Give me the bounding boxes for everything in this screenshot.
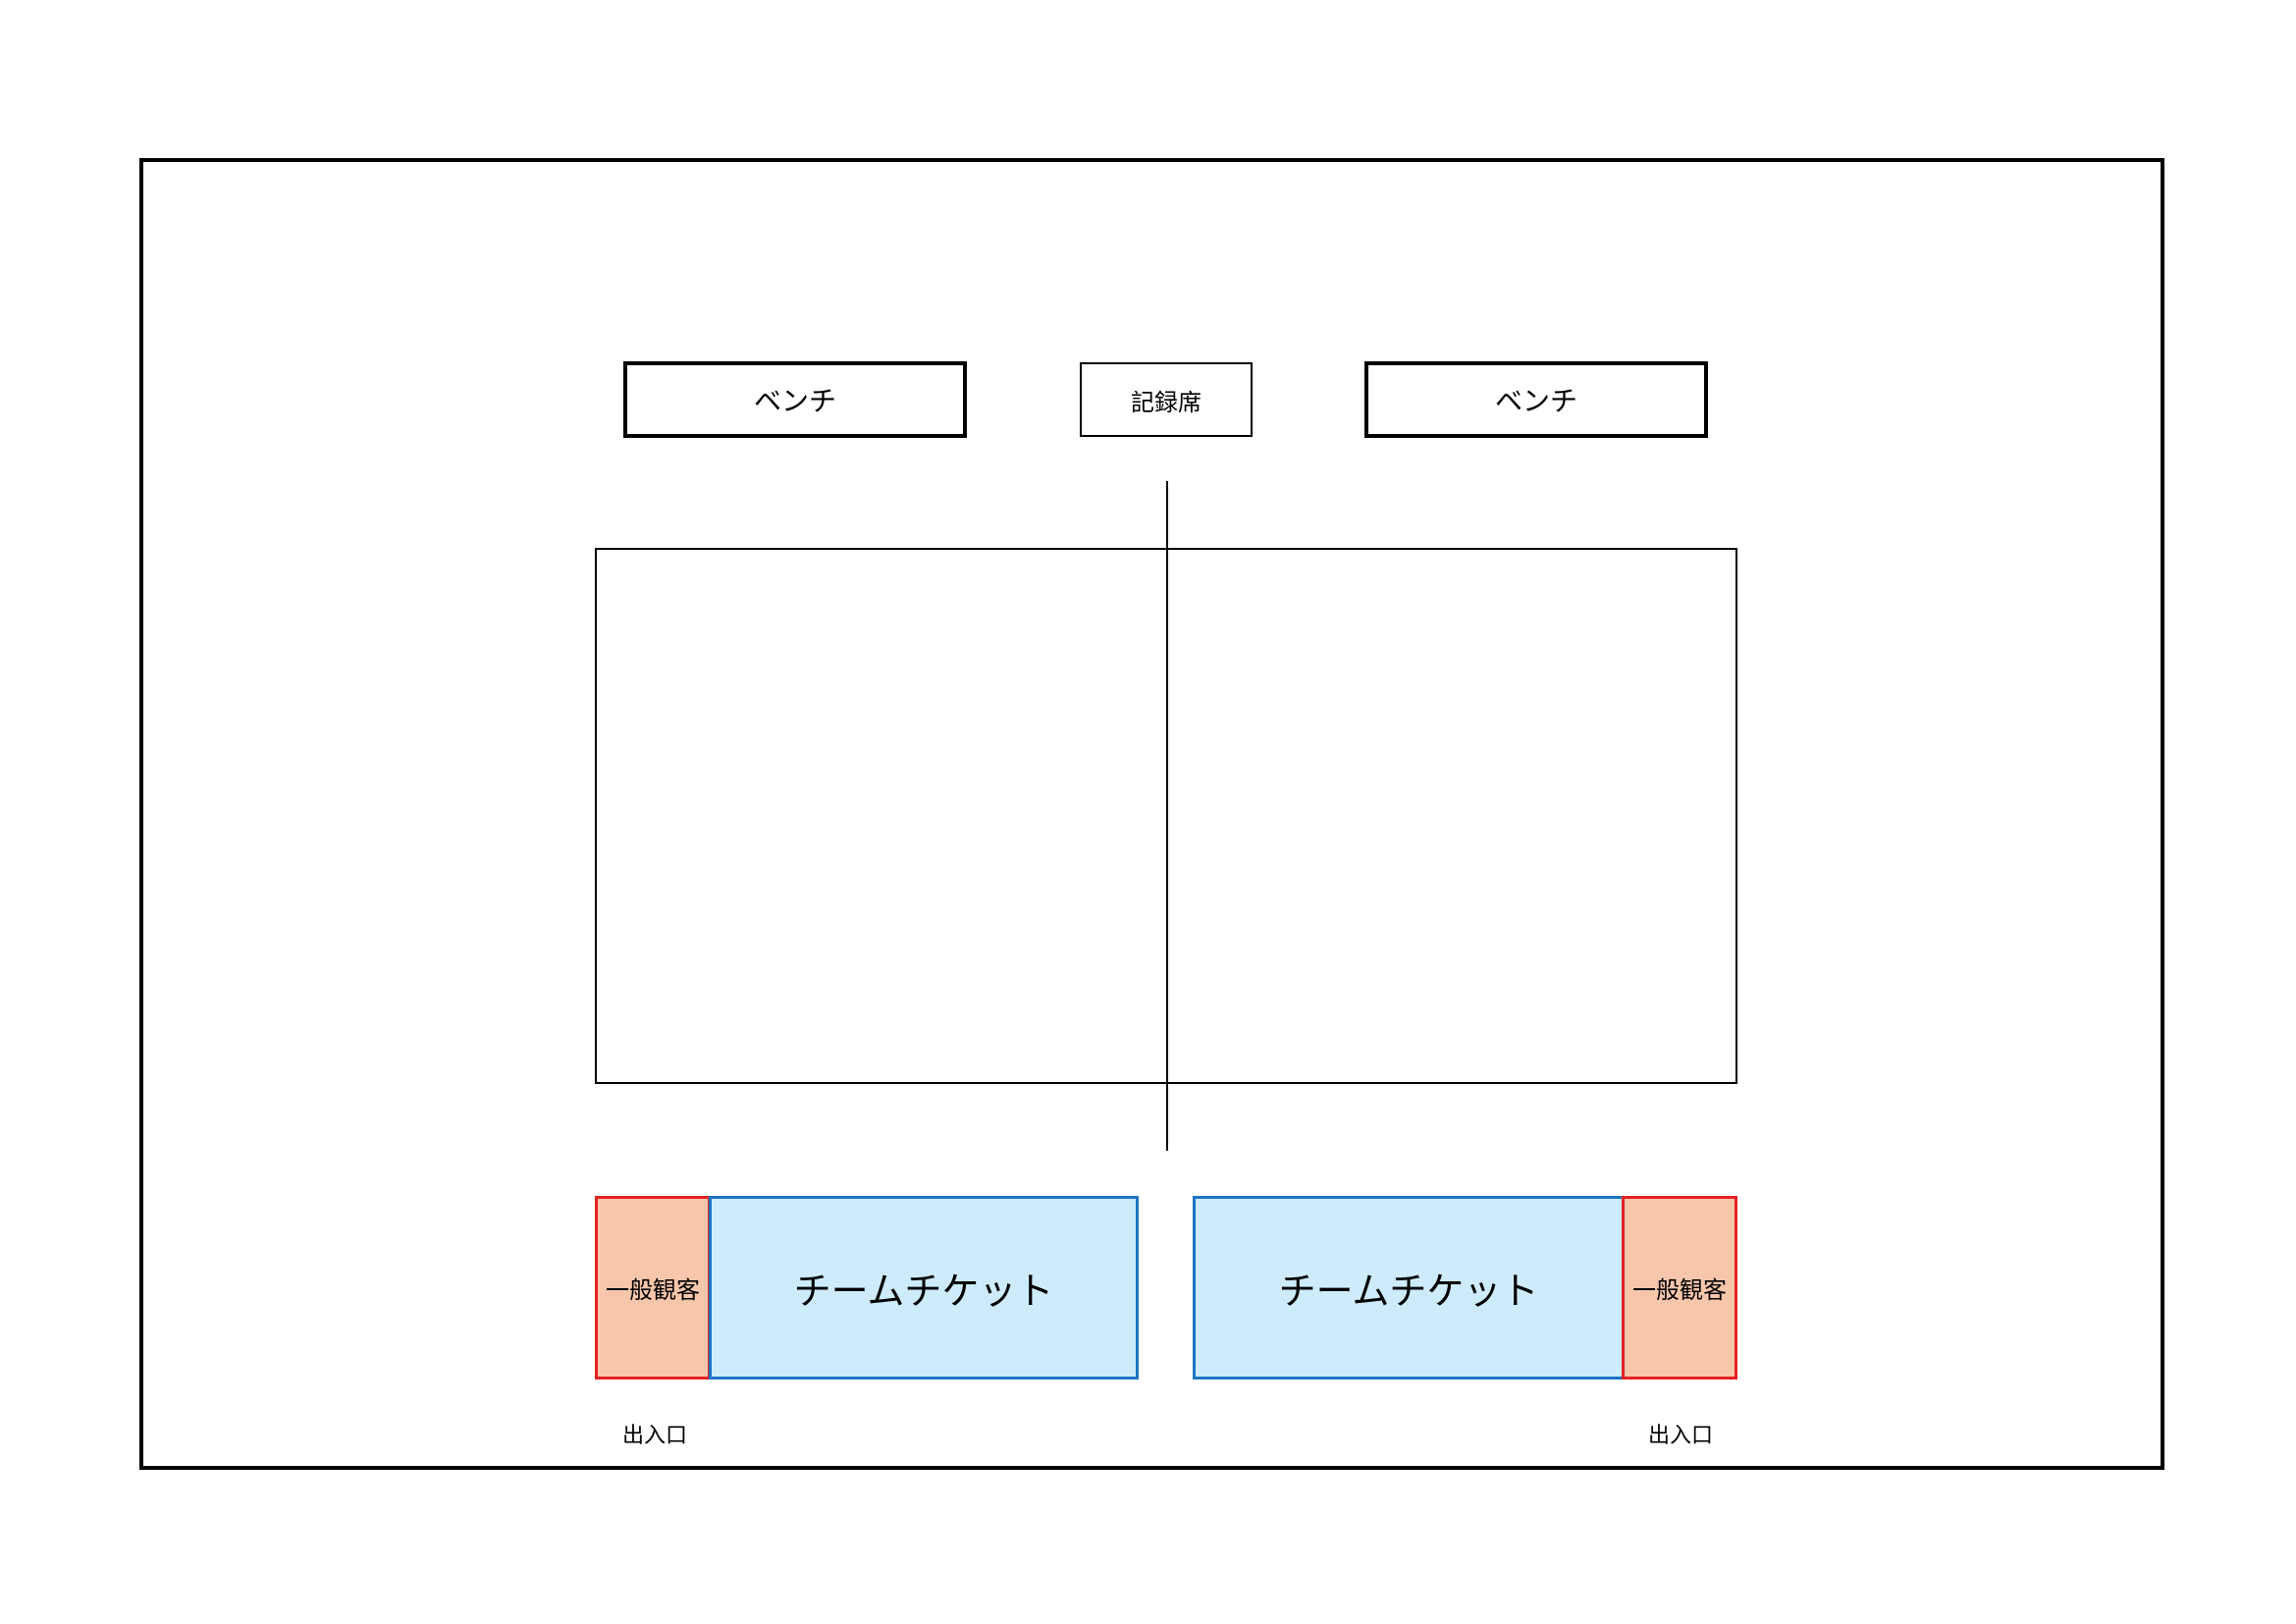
team-ticket-right-label: チームチケット bbox=[1278, 1270, 1539, 1313]
team-ticket-left-label: チームチケット bbox=[793, 1270, 1054, 1313]
general-seating-left-label: 一般観客 bbox=[606, 1276, 700, 1304]
entrance-right-label: 出入口 bbox=[1647, 1424, 1713, 1448]
general-seating-right-label: 一般観客 bbox=[1632, 1276, 1727, 1304]
team-ticket-area-left: チームチケット bbox=[709, 1196, 1139, 1380]
bench-left-label: ベンチ bbox=[753, 385, 836, 417]
entrance-left: 出入口 bbox=[586, 1419, 723, 1448]
entrance-left-label: 出入口 bbox=[621, 1424, 687, 1448]
center-line bbox=[1166, 481, 1168, 1151]
venue-outline bbox=[139, 158, 2164, 1470]
bench-left: ベンチ bbox=[623, 361, 967, 438]
team-ticket-area-right: チームチケット bbox=[1193, 1196, 1625, 1380]
entrance-right: 出入口 bbox=[1612, 1419, 1749, 1448]
bench-right: ベンチ bbox=[1364, 361, 1708, 438]
general-seating-right: 一般観客 bbox=[1622, 1196, 1737, 1380]
general-seating-left: 一般観客 bbox=[595, 1196, 711, 1380]
scorer-table-label: 記録席 bbox=[1131, 388, 1201, 416]
scorer-table: 記録席 bbox=[1080, 362, 1253, 437]
bench-right-label: ベンチ bbox=[1494, 385, 1577, 417]
